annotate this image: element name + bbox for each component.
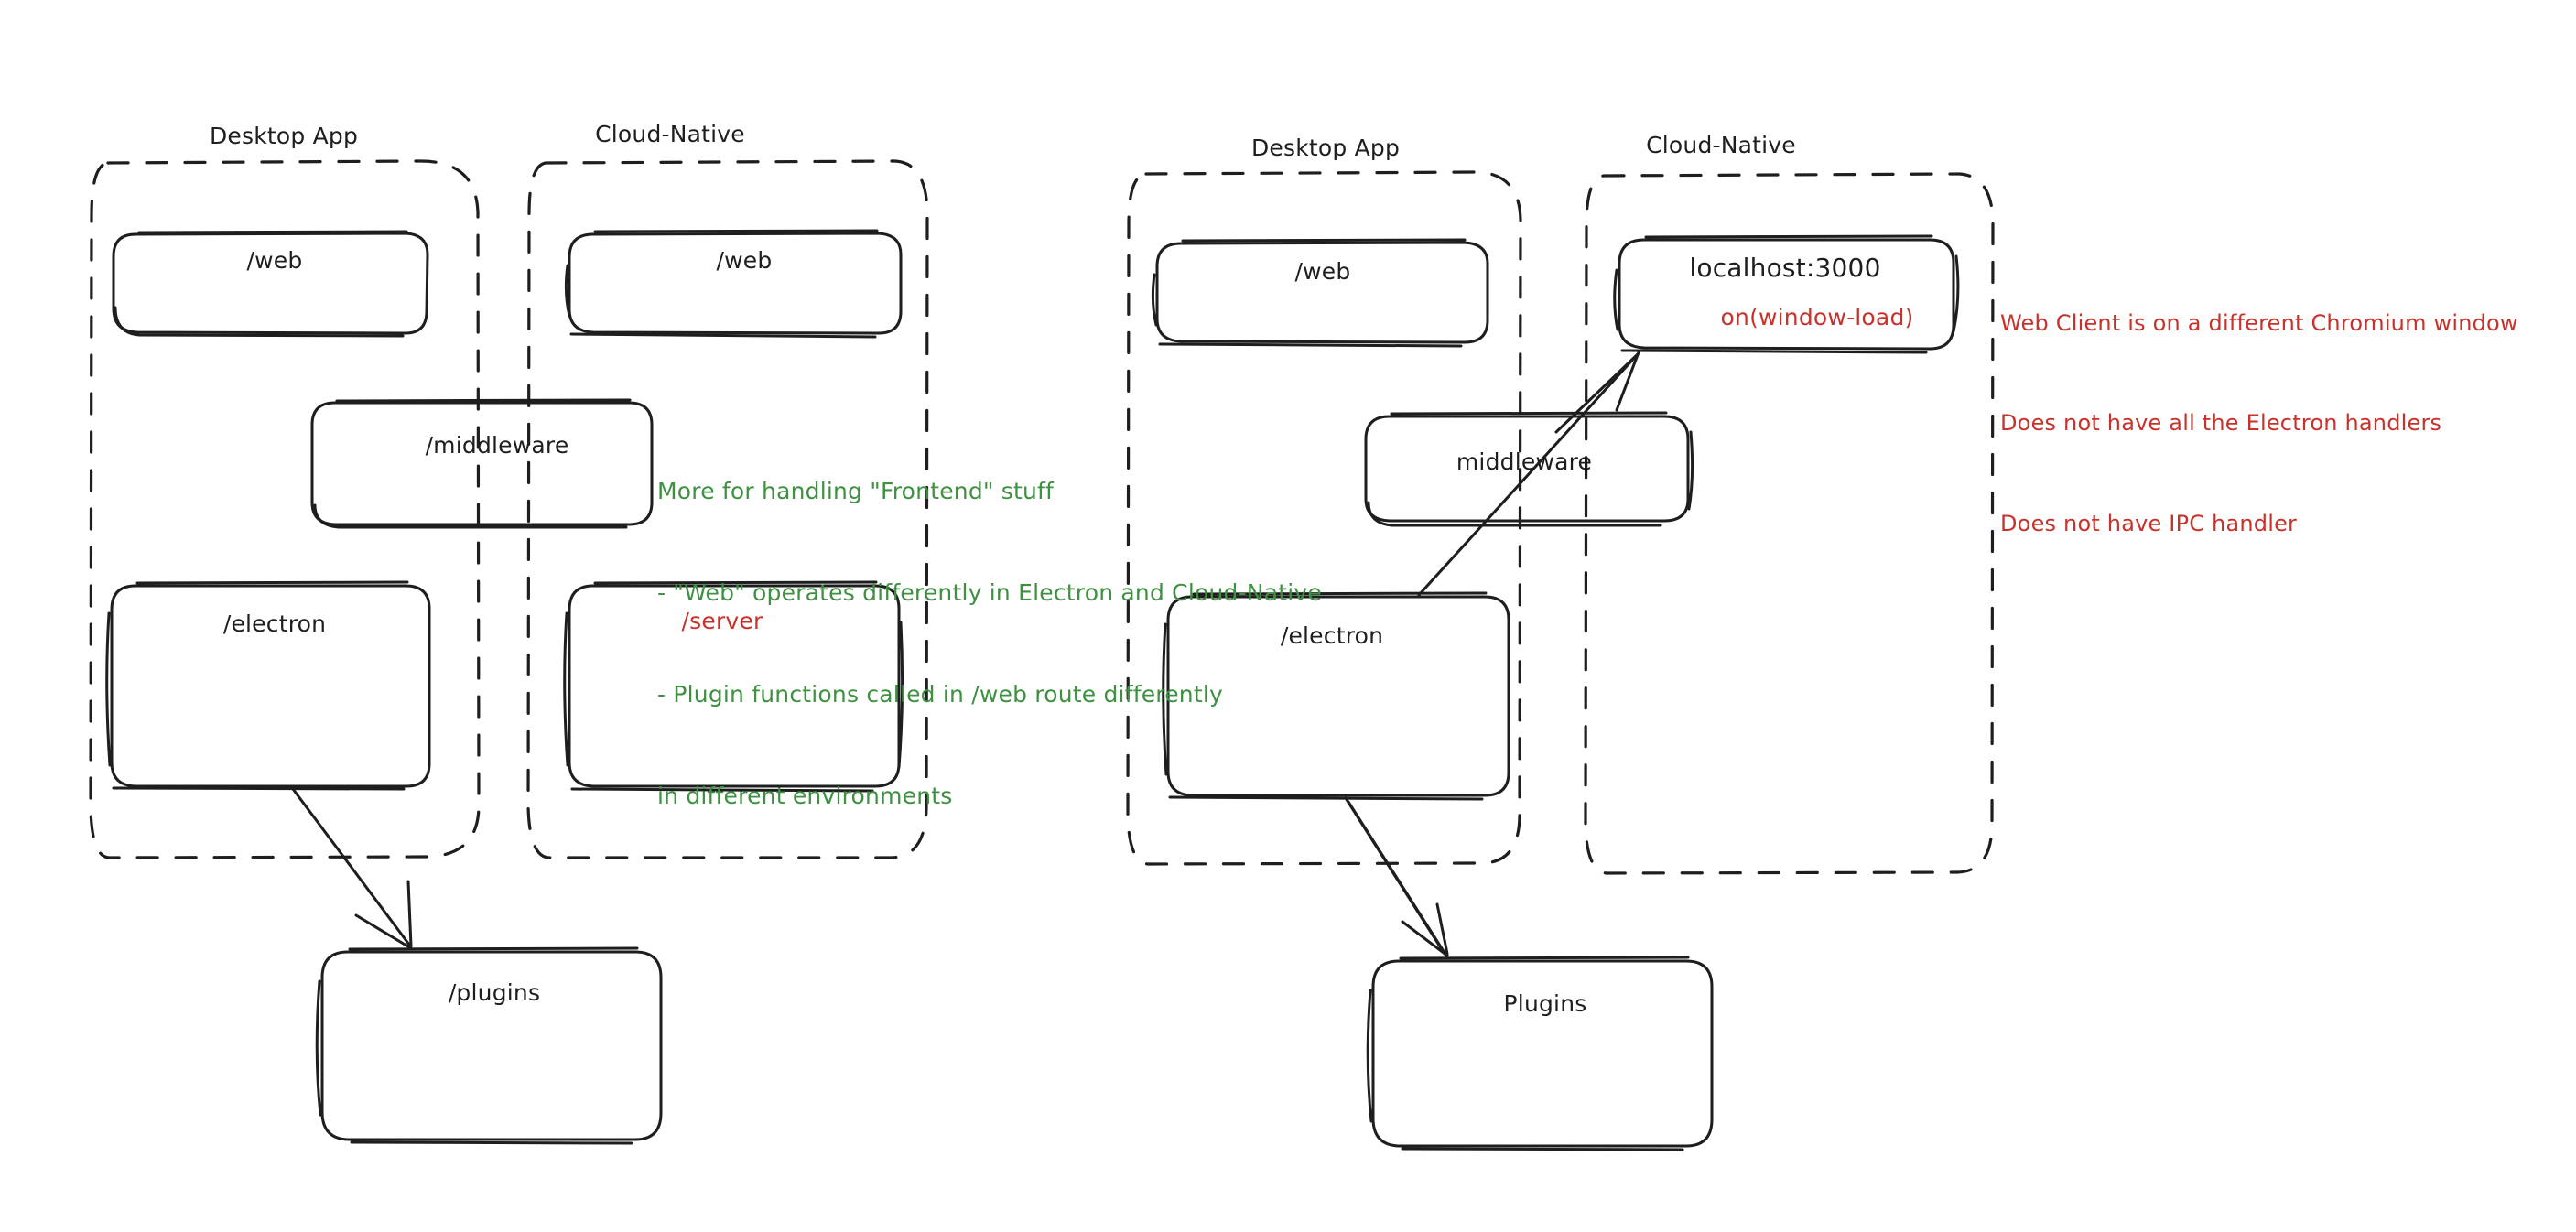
arrow-right-electron-to-localhost xyxy=(1417,351,1640,597)
left-desktop-group-title: Desktop App xyxy=(209,123,359,149)
right-plugins-box xyxy=(1366,956,1714,1151)
right-localhost-label: localhost:3000 xyxy=(1689,253,1881,283)
left-server-box xyxy=(563,580,904,793)
arrow-left-electron-to-plugins xyxy=(291,787,413,950)
left-middleware-label: /middleware xyxy=(425,432,569,459)
right-cloud-container xyxy=(1584,172,1995,875)
right-cloud-group-title: Cloud-Native xyxy=(1646,132,1796,158)
right-desktop-group-title: Desktop App xyxy=(1250,135,1401,161)
right-localhost-box xyxy=(1613,234,1960,354)
green-note-line-3: - Plugin functions called in /web route … xyxy=(657,681,1223,708)
left-middleware-box xyxy=(310,398,654,529)
green-note-line-1: More for handling "Frontend" stuff xyxy=(657,478,1055,504)
green-annotation-note: More for handling "Frontend" stuff - "We… xyxy=(657,406,1322,881)
right-electron-label: /electron xyxy=(1280,622,1384,649)
left-plugins-label: /plugins xyxy=(448,979,541,1006)
red-note-line-2: Does not have all the Electron handlers xyxy=(2000,410,2442,437)
red-note-line-3: Does not have IPC handler xyxy=(2000,510,2298,536)
right-middleware-label: middleware xyxy=(1456,448,1593,475)
right-desktop-web-box xyxy=(1151,238,1489,348)
arrow-right-electron-to-plugins xyxy=(1344,796,1449,957)
left-cloud-container xyxy=(526,159,929,859)
right-localhost-sublabel: on(window-load) xyxy=(1720,304,1914,330)
left-plugins-box xyxy=(315,946,663,1145)
green-note-line-4: in different environments xyxy=(657,783,953,809)
left-desktop-web-box xyxy=(112,230,429,338)
left-electron-box xyxy=(105,580,431,791)
right-desktop-web-label: /web xyxy=(1294,258,1351,285)
right-electron-box xyxy=(1162,591,1510,801)
green-note-line-2: - "Web" operates differently in Electron… xyxy=(657,579,1322,606)
left-desktop-container xyxy=(89,159,481,859)
red-note-line-1: Web Client is on a different Chromium wi… xyxy=(2000,309,2518,336)
red-annotation-note: Web Client is on a different Chromium wi… xyxy=(2000,240,2518,607)
right-plugins-label: Plugins xyxy=(1503,990,1587,1017)
left-electron-label: /electron xyxy=(222,611,327,637)
right-middleware-box xyxy=(1364,411,1694,527)
left-cloud-web-label: /web xyxy=(716,247,773,274)
left-desktop-web-label: /web xyxy=(246,247,303,274)
left-cloud-web-box xyxy=(564,229,903,339)
left-server-label: /server xyxy=(681,608,763,634)
left-cloud-group-title: Cloud-Native xyxy=(595,121,745,147)
